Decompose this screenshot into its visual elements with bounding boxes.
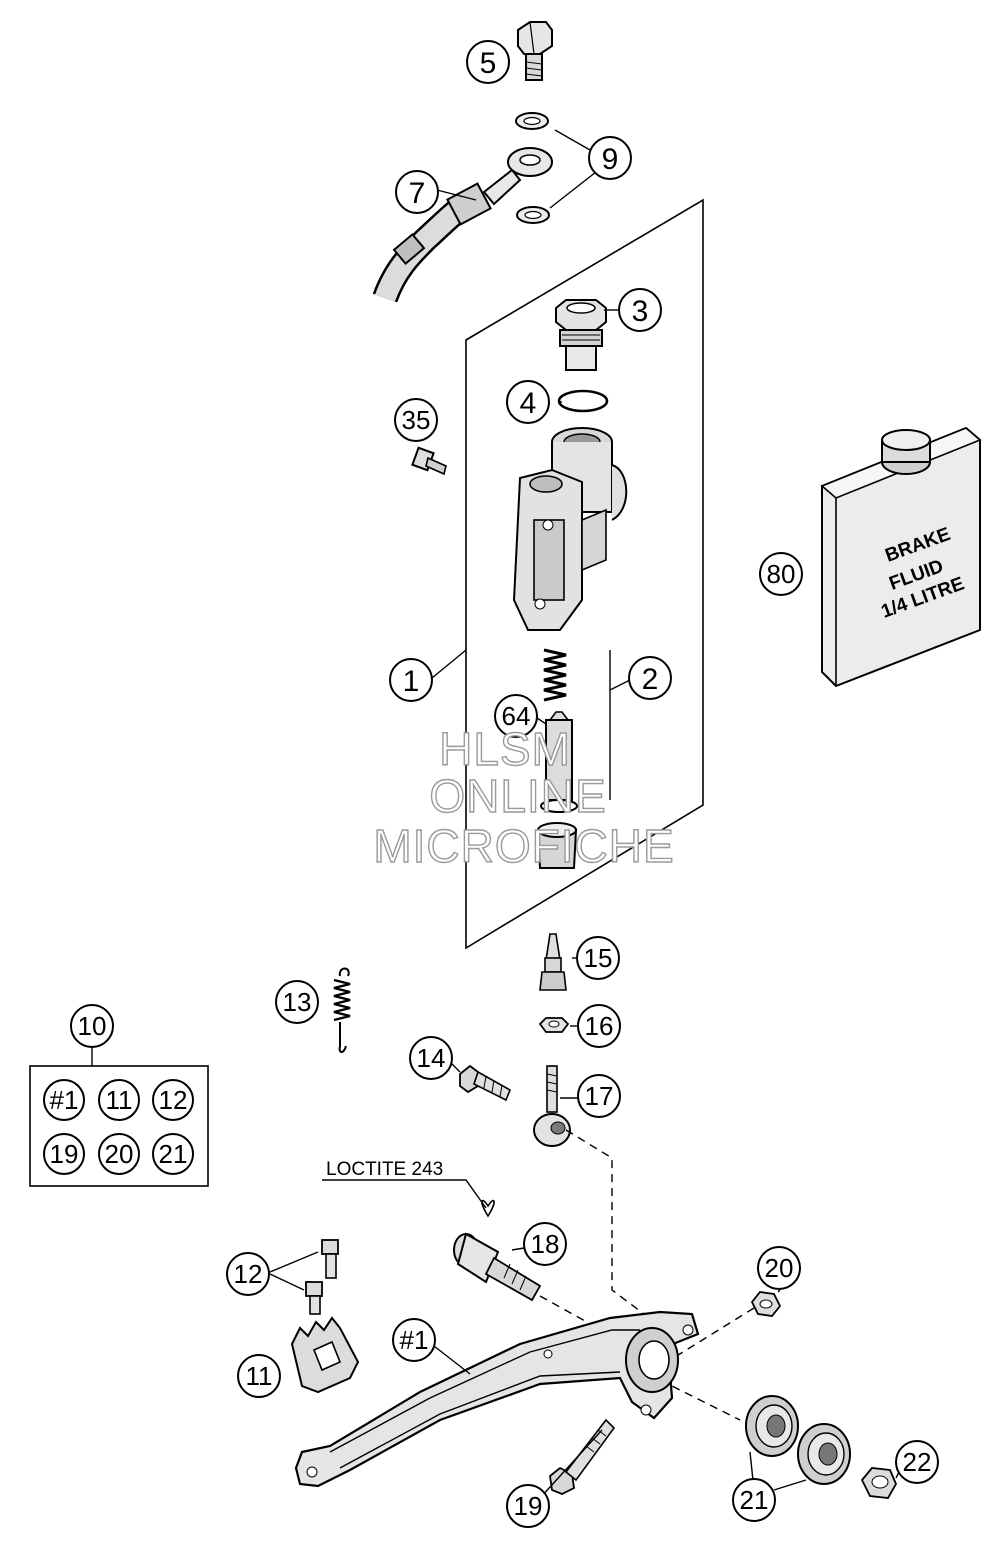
- svg-text:15: 15: [584, 943, 613, 973]
- footrest-tip-icon: [290, 1316, 360, 1394]
- svg-text:12: 12: [159, 1085, 188, 1115]
- callout-19: 19: [506, 1484, 550, 1528]
- callout-12: 12: [226, 1252, 270, 1296]
- kit-box: #1 11 12 19 20 21: [29, 1065, 209, 1187]
- callout-7: 7: [395, 170, 439, 214]
- svg-text:18: 18: [531, 1229, 560, 1259]
- bleed-valve-icon: [539, 933, 567, 991]
- return-spring-icon: [333, 967, 351, 1053]
- callout-17: 17: [577, 1074, 621, 1118]
- nut-icon: [538, 1017, 570, 1033]
- callout-64: 64: [494, 694, 538, 738]
- svg-text:11: 11: [106, 1085, 133, 1115]
- lock-nut-icon: [750, 1291, 782, 1317]
- o-ring-icon: [557, 389, 609, 413]
- spring-icon: [543, 648, 567, 702]
- watermark: HLSM ONLINE MICROFICHE: [373, 722, 675, 872]
- callout-80: 80: [759, 552, 803, 596]
- svg-text:1: 1: [403, 665, 420, 698]
- svg-text:22: 22: [903, 1447, 932, 1477]
- svg-text:HLSM: HLSM: [439, 723, 571, 775]
- footrest-screw-icon: [305, 1239, 339, 1315]
- callout-9: 9: [588, 136, 632, 180]
- callouts: 5 9 7 3 4 35 80 1 2 64 15 13 16 14 17 10…: [70, 40, 939, 1528]
- svg-text:19: 19: [514, 1491, 543, 1521]
- brake-pedal-icon: [294, 1310, 700, 1488]
- svg-text:3: 3: [632, 295, 649, 328]
- axle-nut-icon: [860, 1467, 898, 1499]
- svg-text:2: 2: [642, 663, 659, 696]
- brake-hose-icon: [372, 147, 553, 303]
- callout-21: 21: [732, 1478, 776, 1522]
- svg-text:#1: #1: [400, 1325, 429, 1355]
- callout-1: 1: [389, 658, 433, 702]
- svg-text:4: 4: [520, 387, 537, 420]
- svg-text:9: 9: [602, 143, 619, 176]
- bearing-icon: [745, 1395, 851, 1485]
- callout-11: 11: [237, 1354, 281, 1398]
- callout-2: 2: [628, 656, 672, 700]
- svg-text:16: 16: [585, 1011, 614, 1041]
- callout-10: 10: [70, 1004, 114, 1048]
- svg-text:19: 19: [50, 1139, 79, 1169]
- pedal-stop-bolt-icon: [549, 1418, 616, 1495]
- svg-text:#1: #1: [50, 1085, 79, 1115]
- svg-text:80: 80: [767, 559, 796, 589]
- master-cylinder-icon: [512, 427, 628, 631]
- kit-item: 19: [43, 1133, 85, 1175]
- banjo-bolt-icon: [517, 21, 553, 81]
- push-rod-icon: [533, 1065, 571, 1147]
- svg-text:ONLINE: ONLINE: [429, 770, 606, 822]
- callout-20: 20: [757, 1246, 801, 1290]
- callout-pedal: #1: [392, 1318, 436, 1362]
- piston-icon: [536, 711, 578, 869]
- brake-fluid-can-icon: BRAKE FLUID 1/4 LITRE: [820, 426, 982, 688]
- kit-item: #1: [43, 1079, 85, 1121]
- callout-13: 13: [275, 980, 319, 1024]
- svg-text:64: 64: [502, 701, 531, 731]
- assembly-panel: [465, 198, 704, 950]
- kit-item: 20: [98, 1133, 140, 1175]
- svg-text:7: 7: [409, 177, 426, 210]
- pivot-bolt-icon: [453, 1199, 542, 1302]
- kit-item: 12: [152, 1079, 194, 1121]
- svg-text:21: 21: [159, 1139, 188, 1169]
- svg-text:MICROFICHE: MICROFICHE: [373, 820, 674, 872]
- reservoir-cap-icon: [555, 299, 607, 371]
- svg-text:20: 20: [765, 1253, 794, 1283]
- callout-5: 5: [466, 40, 510, 84]
- svg-text:5: 5: [480, 47, 497, 80]
- svg-text:12: 12: [234, 1259, 263, 1289]
- screw-icon: [411, 446, 447, 476]
- svg-text:14: 14: [417, 1043, 446, 1073]
- svg-text:35: 35: [402, 405, 431, 435]
- callout-14: 14: [409, 1036, 453, 1080]
- washer-icon: [515, 112, 550, 224]
- kit-item: 11: [98, 1079, 140, 1121]
- svg-text:20: 20: [105, 1139, 134, 1169]
- svg-text:13: 13: [283, 987, 312, 1017]
- svg-text:11: 11: [246, 1361, 273, 1391]
- leader-lines: [91, 129, 901, 1499]
- svg-text:10: 10: [78, 1011, 107, 1041]
- svg-text:21: 21: [740, 1485, 769, 1515]
- callout-35: 35: [394, 398, 438, 442]
- loctite-note: LOCTITE 243: [326, 1159, 443, 1180]
- callout-3: 3: [618, 288, 662, 332]
- callout-22: 22: [895, 1440, 939, 1484]
- callout-16: 16: [577, 1004, 621, 1048]
- pedal-bolt-icon: [459, 1064, 512, 1102]
- callout-18: 18: [523, 1222, 567, 1266]
- svg-text:17: 17: [585, 1081, 614, 1111]
- callout-15: 15: [576, 936, 620, 980]
- kit-item: 21: [152, 1133, 194, 1175]
- callout-4: 4: [506, 380, 550, 424]
